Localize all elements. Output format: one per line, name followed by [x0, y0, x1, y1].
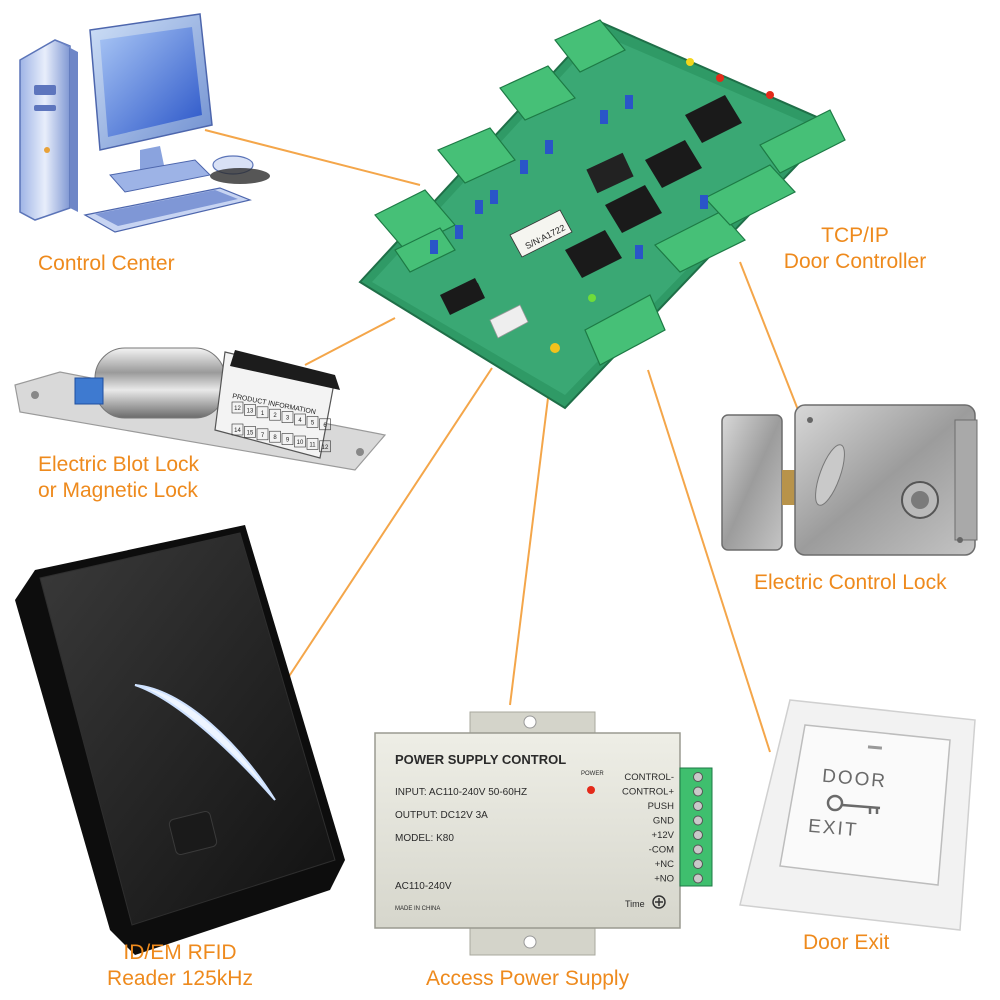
bolt-info-number: 11 [309, 442, 316, 448]
terminal-screw [693, 772, 703, 782]
computer-icon [19, 13, 270, 233]
label-control-center: Control Center [38, 252, 175, 275]
line-door-exit [647, 369, 771, 753]
terminal-label: +12V [652, 830, 675, 841]
label-rfid-line2: Reader 125kHz [107, 967, 253, 990]
bolt-info-number: 10 [297, 440, 304, 446]
terminal-screw [693, 815, 703, 826]
terminal-screw [693, 844, 703, 855]
bolt-info-cell [306, 416, 319, 428]
bolt-info-cell [269, 430, 281, 443]
label-bolt-lock-line1: Electric Blot Lock [38, 453, 200, 476]
line-bolt-lock [304, 317, 396, 366]
bolt-info-cell [294, 413, 306, 426]
ps-output: OUTPUT: DC12V 3A [395, 810, 488, 821]
terminal-screw [693, 830, 703, 840]
bolt-info-cell [281, 411, 294, 423]
bolt-info-cell [244, 426, 256, 438]
terminal-label: PUSH [648, 801, 675, 812]
bolt-info-number: 1 [261, 411, 265, 417]
bolt-info-number: 14 [234, 428, 241, 434]
bolt-info-number: 4 [298, 418, 302, 424]
terminal-label: +NO [654, 874, 674, 885]
terminal-label: CONTROL- [624, 772, 674, 783]
label-bolt-lock-line2: or Magnetic Lock [38, 479, 198, 502]
control-lock-icon [721, 404, 978, 556]
bolt-info-cell [294, 435, 306, 448]
bolt-info-number: 15 [247, 430, 254, 436]
bolt-info-cell [319, 440, 331, 453]
line-power-supply [509, 397, 549, 706]
bolt-info-number: 13 [247, 408, 254, 414]
label-rfid-reader: ID/EM RFID Reader 125kHz [80, 940, 280, 992]
ps-made-in: MADE IN CHINA [395, 906, 440, 912]
terminal-label: CONTROL+ [622, 787, 674, 798]
terminal-labels: CONTROL- CONTROL+ PUSH GND +12V -COM +NC +NO [622, 772, 675, 885]
label-power-supply: Access Power Supply [426, 967, 630, 990]
terminal-screw [693, 786, 703, 797]
ps-time-label: Time [625, 899, 645, 909]
bolt-info-number: 9 [286, 438, 290, 444]
bolt-info-cell [256, 406, 269, 419]
bolt-info-number: 8 [273, 435, 277, 441]
ps-title: POWER SUPPLY CONTROL [395, 752, 566, 767]
bolt-info-number: 12 [322, 445, 329, 451]
bolt-info-number: 6 [323, 423, 327, 429]
label-door-exit: Door Exit [803, 931, 890, 954]
bolt-info-cell [269, 408, 281, 421]
label-door-controller-line2: Door Controller [783, 250, 927, 273]
rfid-reader-icon [15, 525, 345, 955]
label-door-controller: TCP/IP Door Controller [760, 223, 950, 275]
terminal-screw [693, 801, 703, 811]
door-controller-board: S/N:A1722 [358, 19, 846, 410]
label-rfid-line1: ID/EM RFID [123, 941, 237, 964]
ps-ac: AC110-240V [395, 881, 452, 892]
line-control-lock [739, 261, 801, 416]
ps-power-led-label: POWER [581, 771, 604, 777]
door-exit-icon: DOOR EXIT [739, 699, 976, 931]
bolt-info-cell [256, 428, 269, 441]
terminal-screws [693, 772, 703, 884]
terminal-label: GND [653, 816, 674, 827]
ps-model: MODEL: K80 [395, 833, 454, 844]
bolt-info-cell [319, 418, 331, 431]
line-control-center [204, 129, 421, 186]
connector-lines [204, 129, 801, 753]
power-supply-icon: POWER SUPPLY CONTROL INPUT: AC110-240V 5… [374, 711, 713, 956]
exit-button-bottom: EXIT [807, 816, 859, 841]
bolt-info-cell [231, 423, 244, 436]
bolt-info-cell [306, 438, 319, 450]
ps-input: INPUT: AC110-240V 50-60HZ [395, 787, 527, 798]
terminal-screw [693, 873, 703, 884]
bolt-info-cell [281, 433, 294, 445]
bolt-info-number: 2 [273, 413, 277, 419]
terminal-label: -COM [649, 845, 674, 856]
label-door-controller-line1: TCP/IP [821, 224, 889, 247]
terminal-label: +NC [655, 859, 674, 870]
label-control-lock: Electric Control Lock [754, 571, 947, 594]
bolt-info-number: 7 [261, 433, 265, 439]
terminal-screw [693, 859, 703, 869]
bolt-info-cell [231, 401, 244, 414]
line-rfid [279, 367, 493, 691]
bolt-info-number: 5 [311, 420, 315, 426]
label-bolt-lock: Electric Blot Lock or Magnetic Lock [38, 452, 199, 504]
bolt-info-cell [244, 404, 256, 416]
bolt-info-number: 12 [234, 406, 241, 412]
bolt-info-number: 3 [286, 416, 290, 422]
